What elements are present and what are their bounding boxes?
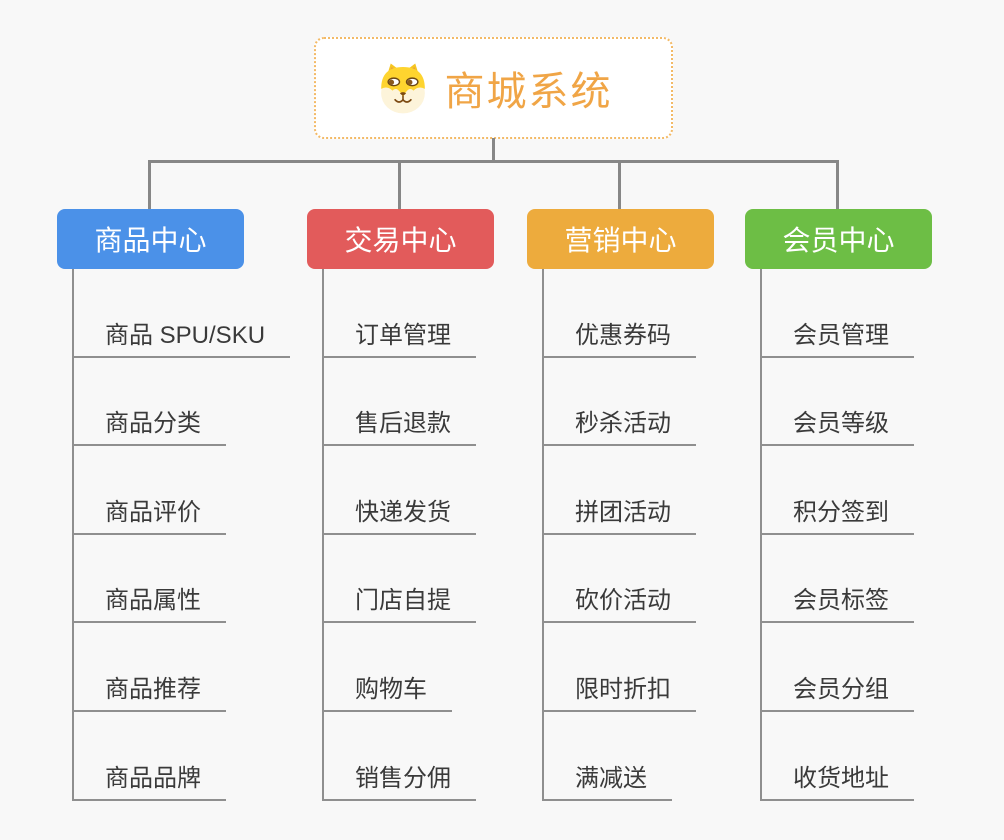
branch-node-trade-center[interactable]: 交易中心 [307,209,494,269]
leaf-item[interactable]: 收货地址 [760,758,914,801]
branch-node-member-center[interactable]: 会员中心 [745,209,932,269]
branch-children-trade: 订单管理 售后退款 快递发货 门店自提 购物车 销售分佣 [322,269,572,801]
leaf-item[interactable]: 会员管理 [760,315,914,358]
root-node[interactable]: 商城系统 [314,37,673,139]
leaf-item[interactable]: 砍价活动 [542,580,696,624]
leaf-item[interactable]: 售后退款 [322,403,476,447]
branch-children-product: 商品 SPU/SKU 商品分类 商品评价 商品属性 商品推荐 商品品牌 [72,269,322,801]
leaf-item[interactable]: 门店自提 [322,580,476,624]
connector-root-stub [492,138,495,162]
leaf-item[interactable]: 满减送 [542,758,672,801]
leaf-item[interactable]: 销售分佣 [322,758,476,801]
leaf-item[interactable]: 会员等级 [760,403,914,447]
leaf-item[interactable]: 快递发货 [322,492,476,535]
branch-children-marketing: 优惠券码 秒杀活动 拼团活动 砍价活动 限时折扣 满减送 [542,269,792,801]
branch-node-marketing-center[interactable]: 营销中心 [527,209,714,269]
leaf-item[interactable]: 商品分类 [72,403,226,447]
leaf-item[interactable]: 会员标签 [760,580,914,624]
leaf-item[interactable]: 优惠券码 [542,315,696,358]
connector-trunk [322,269,324,801]
connector-drop-member [836,162,839,209]
leaf-item[interactable]: 秒杀活动 [542,403,696,447]
connector-horizontal-bar [148,160,839,163]
leaf-item[interactable]: 积分签到 [760,492,914,535]
connector-drop-marketing [618,162,621,209]
leaf-item[interactable]: 商品属性 [72,580,226,624]
connector-drop-trade [398,162,401,209]
connector-trunk [72,269,74,801]
leaf-item[interactable]: 商品品牌 [72,758,226,801]
branch-node-product-center[interactable]: 商品中心 [57,209,244,269]
dog-icon [375,60,431,116]
root-title: 商城系统 [444,70,613,114]
leaf-item[interactable]: 商品评价 [72,492,226,535]
leaf-item[interactable]: 购物车 [322,669,452,712]
leaf-item[interactable]: 限时折扣 [542,669,696,712]
leaf-item[interactable]: 订单管理 [322,315,476,358]
branch-children-member: 会员管理 会员等级 积分签到 会员标签 会员分组 收货地址 [760,269,1004,801]
leaf-item[interactable]: 会员分组 [760,669,914,712]
connector-trunk [760,269,762,801]
connector-drop-product [148,162,151,209]
leaf-item[interactable]: 拼团活动 [542,492,696,535]
leaf-item[interactable]: 商品 SPU/SKU [72,315,291,358]
leaf-item[interactable]: 商品推荐 [72,669,226,712]
connector-trunk [542,269,544,801]
